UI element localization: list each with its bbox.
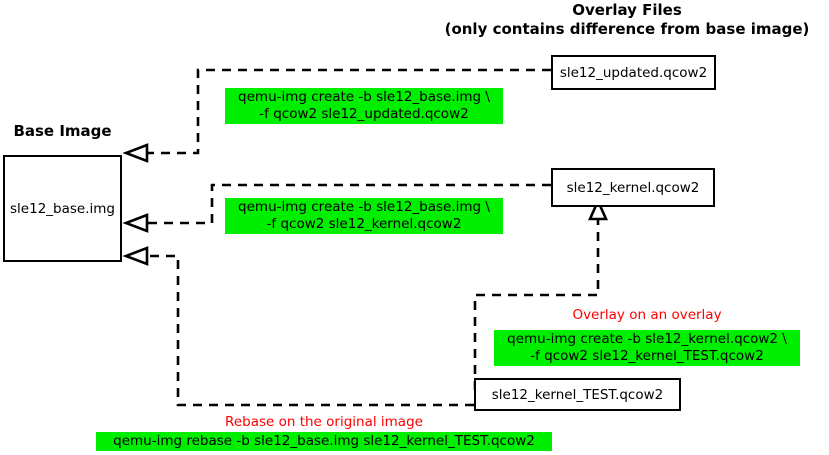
overlay-box-updated[interactable]: sle12_updated.qcow2 [551,55,716,90]
base-image-heading: Base Image [13,122,112,140]
connector-kerneltest-to-kernel [473,197,609,390]
connector-updated-to-base [122,68,551,163]
arrowhead-open-kernel-bottom [587,197,609,221]
connector-kerneltest-to-base [122,246,474,407]
base-image-box[interactable]: sle12_base.img [3,155,122,262]
overlay-files-subtitle: (only contains difference from base imag… [444,20,810,38]
arrowhead-open-base-top [122,143,149,163]
connector-kernel-to-base [122,183,551,233]
annotation-rebase-on-original: Rebase on the original image [225,414,423,430]
command-rebase: qemu-img rebase -b sle12_base.img sle12_… [96,432,552,451]
overlay-files-heading: Overlay Files (only contains difference … [425,1,829,39]
command-create-kernel: qemu-img create -b sle12_base.img \ -f q… [225,198,503,234]
overlay-box-kernel[interactable]: sle12_kernel.qcow2 [551,168,715,207]
overlay-files-title: Overlay Files [572,1,682,19]
command-create-kernel-test: qemu-img create -b sle12_kernel.qcow2 \ … [494,330,800,366]
annotation-overlay-on-overlay: Overlay on an overlay [572,307,722,323]
arrowhead-open-base-bottom [122,246,149,266]
command-create-updated: qemu-img create -b sle12_base.img \ -f q… [225,88,503,124]
overlay-box-kernel-test[interactable]: sle12_kernel_TEST.qcow2 [474,378,681,411]
arrowhead-open-base-middle [122,213,149,233]
